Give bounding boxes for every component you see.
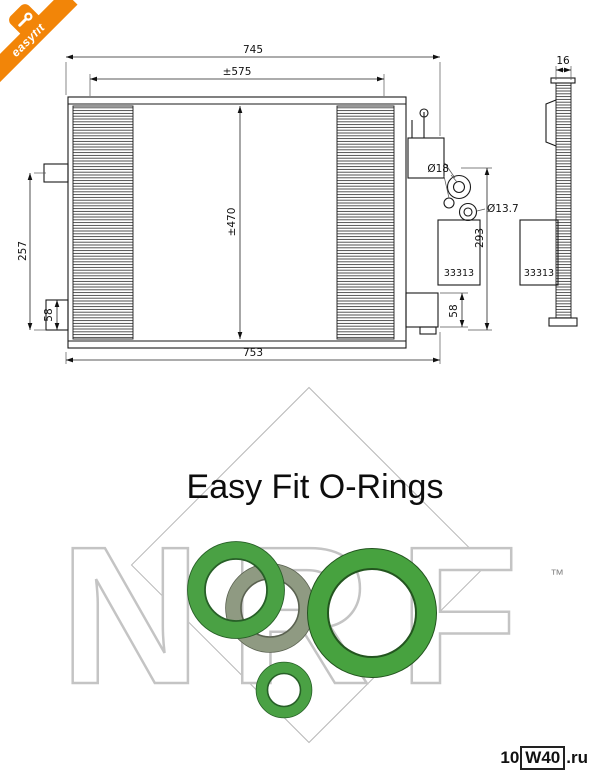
promo-title: Easy Fit O-Rings (186, 468, 444, 506)
dim-575-label: ±575 (223, 66, 252, 78)
wrench-icon (6, 1, 44, 39)
dim-753-label: 753 (243, 347, 263, 359)
trademark-symbol: ™ (550, 566, 564, 582)
dim-745-label: 745 (243, 44, 263, 56)
dim-470-label: ±470 (226, 208, 238, 237)
dim-16-label: 16 (556, 55, 570, 67)
easyfit-badge: easyfit (0, 0, 90, 90)
dim-58-left-label: 58 (43, 308, 55, 321)
condenser-technical-drawing: 33313 33313 745 ±575 16 (17, 44, 578, 364)
site-prefix: 10 (500, 748, 520, 768)
part-number-side: 33313 (524, 268, 554, 279)
front-view (43, 96, 439, 349)
site-boxed-text: W40 (520, 746, 566, 770)
part-number-front: 33313 (444, 268, 474, 279)
dim-58-right-label: 58 (448, 304, 460, 317)
dim-257-label: 257 (17, 241, 29, 261)
dim-293-label: 293 (474, 228, 486, 248)
site-watermark: 10 W40 .ru (500, 746, 588, 770)
fittings-detail: 33313 (407, 108, 481, 286)
site-suffix: .ru (566, 748, 588, 768)
dim-d18-label: Ø18 (427, 163, 449, 175)
nrf-logo-watermark: NRF (58, 506, 547, 725)
side-view: 33313 (519, 77, 578, 327)
dimension-annotations: 745 ±575 16 ±470 257 58 (17, 44, 572, 364)
dim-d137-label: Ø13.7 (487, 203, 519, 215)
